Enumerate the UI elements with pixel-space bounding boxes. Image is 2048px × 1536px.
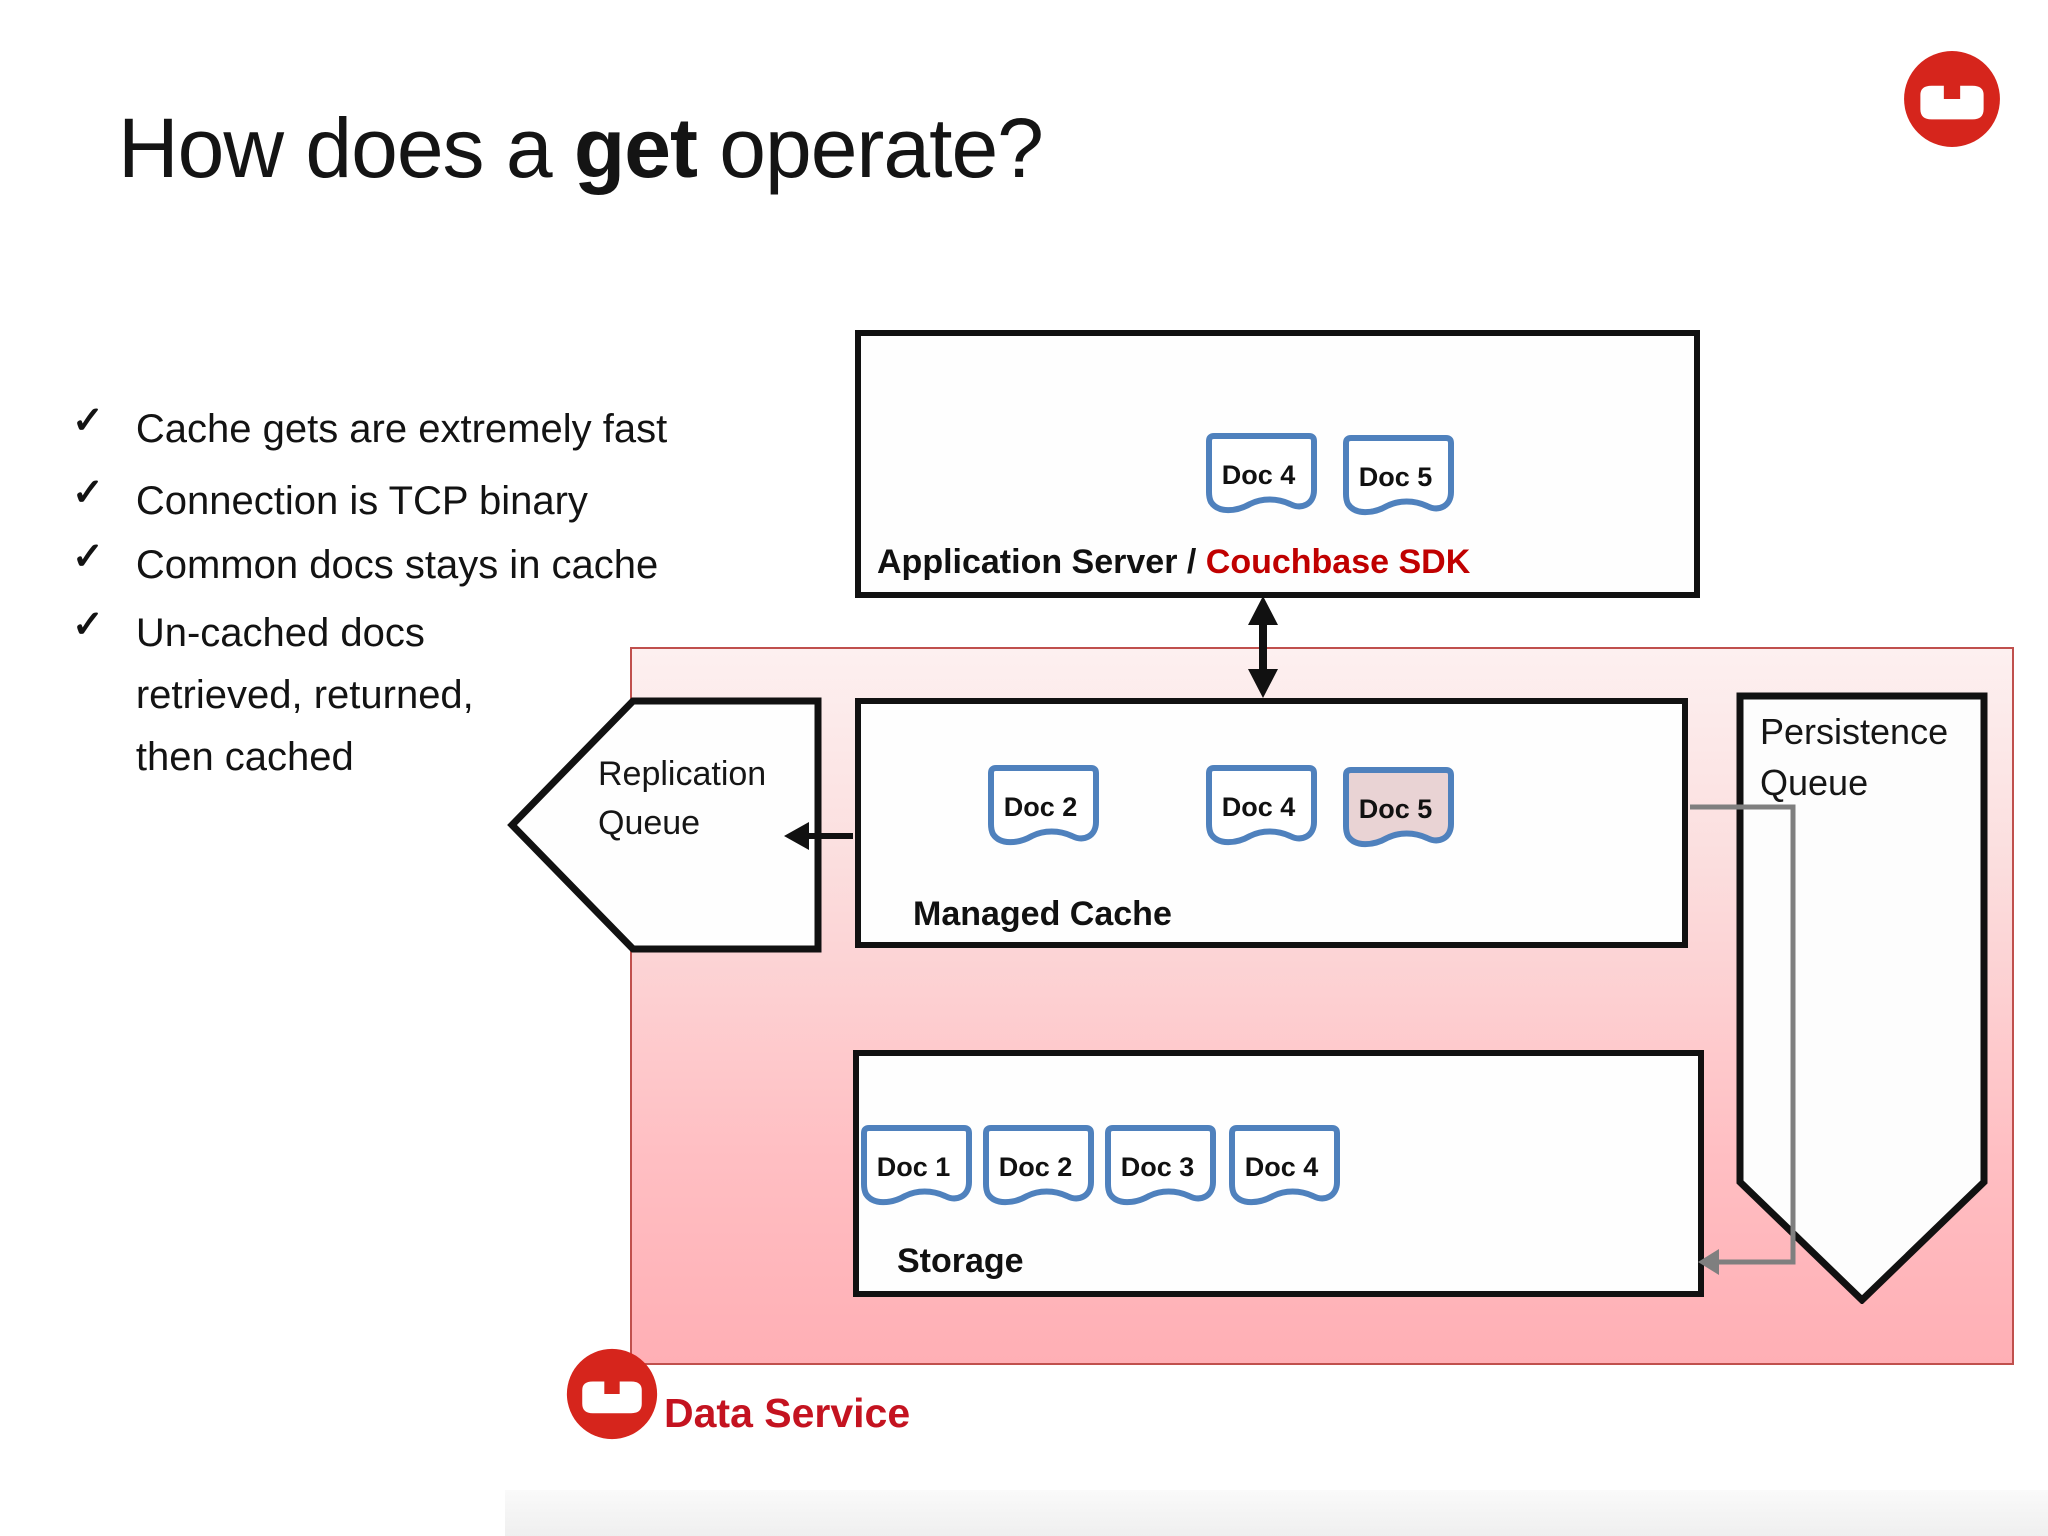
- document-doc4-cache: Doc 4: [1205, 764, 1318, 856]
- couchbase-logo-icon-small: [566, 1348, 658, 1440]
- document-label: Doc 2: [998, 1152, 1073, 1182]
- document-label: Doc 2: [1003, 792, 1078, 822]
- bottom-strip: [505, 1490, 2048, 1536]
- checkmark-icon: ✓: [72, 472, 104, 514]
- document-label: Doc 5: [1358, 462, 1433, 492]
- page-title: How does a get operate?: [118, 100, 1044, 197]
- couchbase-sdk-label: Couchbase SDK: [1205, 543, 1471, 581]
- document-icon: [1206, 765, 1317, 846]
- document-doc1-storage: Doc 1: [860, 1124, 973, 1216]
- document-icon: [861, 1125, 972, 1206]
- document-doc5-cache-highlighted: Doc 5: [1342, 766, 1455, 858]
- document-doc4-appserver: Doc 4: [1205, 432, 1318, 524]
- document-doc3-storage: Doc 3: [1104, 1124, 1217, 1216]
- persistence-queue-label: Persistence Queue: [1760, 711, 1949, 804]
- document-doc2-cache: Doc 2: [987, 764, 1100, 856]
- bullet-text: Common docs stays in cache: [135, 543, 659, 587]
- document-label: Doc 1: [876, 1152, 951, 1182]
- application-server-box: Application Server / Couchbase SDK: [855, 330, 1700, 598]
- document-doc2-storage: Doc 2: [982, 1124, 1095, 1216]
- document-icon: [1343, 435, 1454, 516]
- application-server-label: Application Server / Couchbase SDK: [877, 543, 1470, 582]
- document-doc4-storage: Doc 4: [1228, 1124, 1341, 1216]
- title-prefix: How does a: [118, 101, 574, 195]
- replication-queue-shape: [507, 697, 822, 953]
- document-label: Doc 5: [1358, 794, 1433, 824]
- couchbase-logo-icon: [1904, 51, 2000, 147]
- document-icon: [1229, 1125, 1340, 1206]
- storage-label: Storage: [897, 1242, 1024, 1280]
- document-icon: [1343, 767, 1454, 848]
- document-label: Doc 4: [1244, 1152, 1319, 1182]
- bullet-item: ✓ Cache gets are extremely fast: [72, 398, 667, 460]
- data-service-label: Data Service: [664, 1390, 911, 1436]
- title-keyword: get: [573, 101, 698, 195]
- bullet-text: Cache gets are extremely fast: [135, 407, 668, 451]
- document-icon: [988, 765, 1099, 846]
- document-label: Doc 4: [1221, 460, 1296, 490]
- checkmark-icon: ✓: [72, 536, 104, 578]
- title-suffix: operate?: [696, 101, 1044, 195]
- document-icon: [1105, 1125, 1216, 1206]
- document-doc5-appserver: Doc 5: [1342, 434, 1455, 526]
- application-server-label-black: Application Server /: [877, 543, 1206, 581]
- replication-queue-label: Replication Queue: [598, 755, 767, 843]
- document-label: Doc 4: [1221, 792, 1296, 822]
- managed-cache-label: Managed Cache: [913, 895, 1172, 933]
- bullet-item: ✓ Common docs stays in cache: [72, 534, 658, 596]
- bullet-item: ✓ Connection is TCP binary: [72, 470, 588, 532]
- document-icon: [1206, 433, 1317, 514]
- bullet-text: Connection is TCP binary: [135, 479, 588, 523]
- document-icon: [983, 1125, 1094, 1206]
- document-label: Doc 3: [1120, 1152, 1195, 1182]
- bullet-item: ✓ Un-cached docs retrieved, returned, th…: [72, 602, 526, 788]
- bullet-text: Un-cached docs retrieved, returned, then…: [135, 611, 474, 779]
- checkmark-icon: ✓: [72, 400, 104, 442]
- checkmark-icon: ✓: [72, 604, 104, 646]
